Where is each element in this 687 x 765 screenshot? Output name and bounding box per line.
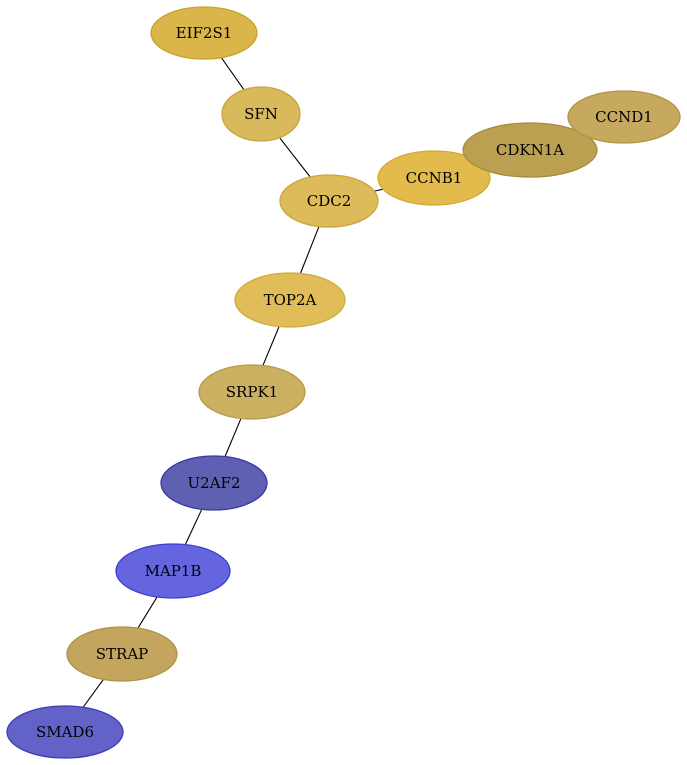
- node-cdkn1a[interactable]: CDKN1A: [462, 122, 598, 178]
- node-ellipse[interactable]: [221, 86, 301, 142]
- node-ellipse[interactable]: [462, 122, 598, 178]
- node-ellipse[interactable]: [198, 364, 306, 420]
- node-sfn[interactable]: SFN: [221, 86, 301, 142]
- node-label: CDKN1A: [496, 141, 564, 159]
- edge-map1b-strap: [137, 596, 158, 629]
- node-label: CDC2: [307, 192, 352, 210]
- edge-u2af2-map1b: [184, 509, 203, 545]
- edge-top2a-srpk1: [262, 326, 280, 366]
- node-smad6[interactable]: SMAD6: [6, 705, 124, 759]
- node-cdc2[interactable]: CDC2: [279, 174, 379, 228]
- node-label: EIF2S1: [176, 24, 233, 42]
- node-label: TOP2A: [264, 291, 317, 309]
- node-ellipse[interactable]: [160, 455, 268, 511]
- node-ellipse[interactable]: [567, 90, 681, 144]
- node-ccnb1[interactable]: CCNB1: [377, 150, 491, 206]
- node-strap[interactable]: STRAP: [66, 626, 178, 682]
- node-label: CCNB1: [406, 169, 463, 187]
- edge-eif2s1-sfn: [220, 57, 245, 91]
- edge-sfn-cdc2: [279, 137, 311, 178]
- node-ellipse[interactable]: [279, 174, 379, 228]
- edge-cdc2-ccnb1: [374, 188, 384, 192]
- node-label: CCND1: [595, 108, 653, 126]
- node-label: STRAP: [96, 645, 149, 663]
- node-ellipse[interactable]: [377, 150, 491, 206]
- edge-cdc2-top2a: [299, 226, 320, 274]
- node-label: SFN: [244, 105, 278, 123]
- node-label: SRPK1: [226, 383, 278, 401]
- node-map1b[interactable]: MAP1B: [115, 543, 231, 599]
- node-ellipse[interactable]: [115, 543, 231, 599]
- node-eif2s1[interactable]: EIF2S1: [150, 6, 258, 60]
- node-ellipse[interactable]: [66, 626, 178, 682]
- edges-layer: [82, 57, 384, 708]
- edge-strap-smad6: [82, 679, 104, 708]
- node-label: SMAD6: [36, 723, 94, 741]
- node-u2af2[interactable]: U2AF2: [160, 455, 268, 511]
- node-ellipse[interactable]: [6, 705, 124, 759]
- node-ellipse[interactable]: [234, 272, 346, 328]
- node-ccnd1[interactable]: CCND1: [567, 90, 681, 144]
- node-top2a[interactable]: TOP2A: [234, 272, 346, 328]
- node-label: MAP1B: [145, 562, 202, 580]
- edge-srpk1-u2af2: [224, 418, 242, 457]
- node-srpk1[interactable]: SRPK1: [198, 364, 306, 420]
- node-label: U2AF2: [188, 474, 241, 492]
- node-ellipse[interactable]: [150, 6, 258, 60]
